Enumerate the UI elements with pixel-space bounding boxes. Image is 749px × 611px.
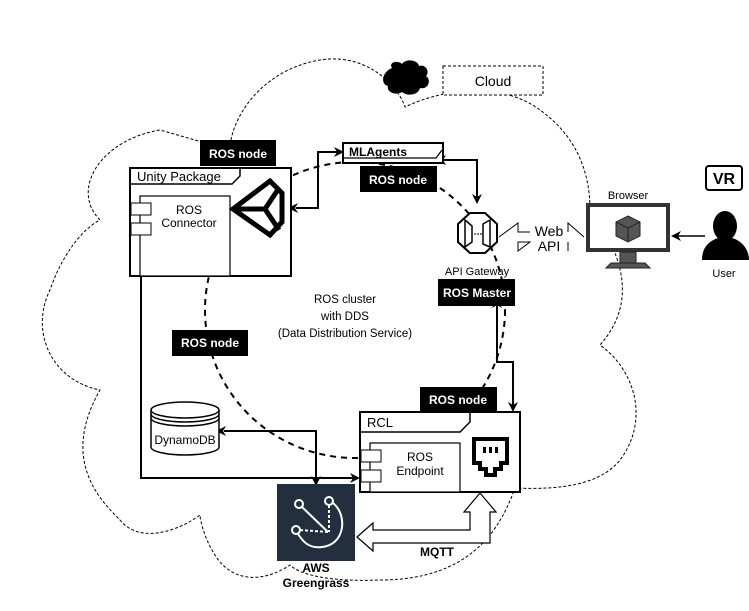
ros-cluster-label: ROS cluster with DDS (Data Distribution … xyxy=(278,294,412,340)
user-icon xyxy=(702,211,749,260)
ros-connector-component[interactable] xyxy=(139,195,231,277)
ros-endpoint-line2: Endpoint xyxy=(396,464,444,478)
greengrass-icon xyxy=(291,496,344,549)
user-label: User xyxy=(712,268,736,280)
ros-node-badge-unity-label: ROS node xyxy=(209,147,267,161)
ros-master-label: ROS Master xyxy=(443,286,511,300)
ros-master-badge xyxy=(438,279,515,306)
monitor-cube-icon xyxy=(586,203,670,269)
ros-connector-line1: ROS xyxy=(176,203,202,217)
ros-node-badge-rcl xyxy=(420,387,497,412)
master-rcl-link[interactable] xyxy=(492,298,518,412)
ros-node-badge-unity xyxy=(200,140,276,166)
unity-package[interactable]: Unity Package ROS Connector xyxy=(129,167,292,277)
cloud-icon xyxy=(383,60,429,95)
database-icon xyxy=(150,401,220,456)
ros-node-badge-rcl-label: ROS node xyxy=(429,393,487,407)
unity-mlagents-link[interactable] xyxy=(288,147,344,213)
user[interactable]: VR User xyxy=(702,165,749,280)
unity-package-title: Unity Package xyxy=(137,169,221,184)
mqtt-label: MQTT xyxy=(420,545,455,559)
ros-endpoint-component[interactable] xyxy=(369,442,461,493)
ros-endpoint-line1: ROS xyxy=(407,450,433,464)
api-gateway-label: API Gateway xyxy=(445,266,510,278)
cloud-legend-label: Cloud xyxy=(475,73,512,89)
aws-greengrass[interactable]: AWS Greengrass xyxy=(277,484,355,590)
greengrass-label-line2: Greengrass xyxy=(283,576,350,590)
cluster-label-line3: (Data Distribution Service) xyxy=(278,328,412,340)
ethernet-port-icon xyxy=(472,437,509,477)
ros-node-badge-left xyxy=(172,330,248,356)
dynamodb[interactable]: DynamoDB xyxy=(150,401,220,456)
ros-node-badge-mlagents xyxy=(360,166,437,192)
unity-logo-icon xyxy=(228,177,285,239)
web-api-arrow[interactable]: Web API xyxy=(498,221,585,254)
rcl-title: RCL xyxy=(367,415,393,430)
cloud-legend: Cloud xyxy=(383,60,544,96)
cluster-label-line2: with DDS xyxy=(320,311,369,323)
dynamodb-label: DynamoDB xyxy=(154,433,215,447)
cloud-legend-box xyxy=(442,65,544,96)
mlagents-gateway-link[interactable] xyxy=(436,155,482,204)
api-gateway-icon xyxy=(457,212,498,254)
browser[interactable]: Browser xyxy=(586,190,670,269)
web-api-line2: API xyxy=(538,238,561,254)
vr-badge xyxy=(705,165,743,191)
dynamodb-greengrass-link[interactable] xyxy=(216,426,321,486)
mqtt-arrow[interactable]: MQTT xyxy=(356,492,498,559)
ros-node-badge-mlagents-label: ROS node xyxy=(369,173,427,187)
browser-label: Browser xyxy=(608,190,649,202)
greengrass-icon-bg xyxy=(277,484,355,561)
api-gateway[interactable]: API Gateway xyxy=(445,212,510,278)
ros-connector-line2: Connector xyxy=(161,216,216,230)
rcl-package[interactable]: RCL ROS Endpoint xyxy=(359,411,521,493)
vr-badge-label: VR xyxy=(713,171,736,188)
greengrass-label-line1: AWS xyxy=(302,561,329,575)
ros-node-badge-left-label: ROS node xyxy=(181,336,239,350)
mlagents-box[interactable]: MLAgents xyxy=(342,142,444,164)
cluster-label-line1: ROS cluster xyxy=(314,294,376,306)
mlagents-title: MLAgents xyxy=(349,145,407,159)
web-api-line1: Web xyxy=(535,223,564,239)
